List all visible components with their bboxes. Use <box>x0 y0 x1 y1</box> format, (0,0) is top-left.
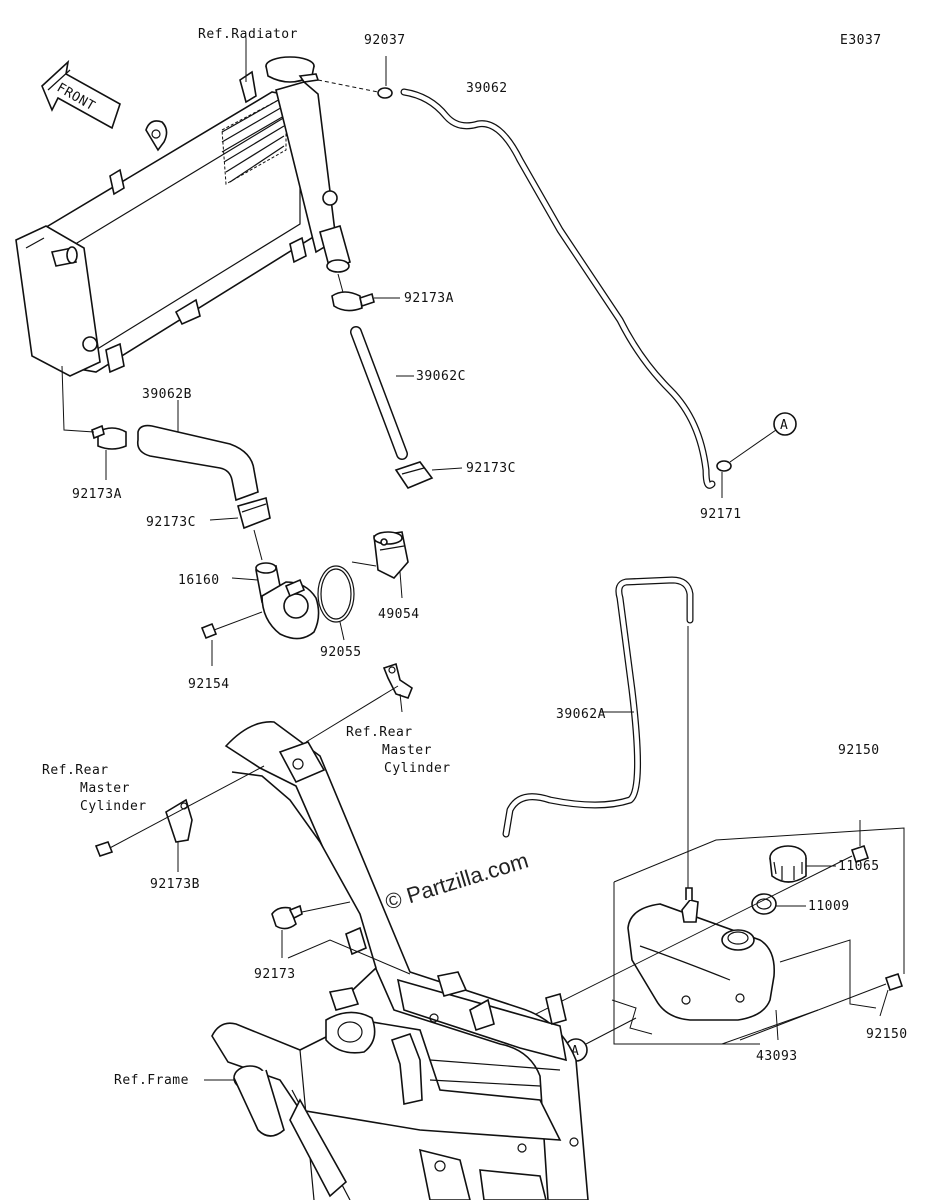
radiator-assembly <box>15 38 351 377</box>
label-ref-rear-master-left-2: Master <box>80 781 130 796</box>
label-16160: 16160 <box>178 573 220 588</box>
o-ring-92055 <box>317 565 355 641</box>
seal-11009 <box>751 893 806 915</box>
bolt-92154 <box>200 611 263 666</box>
clamp-92173a-left <box>61 365 127 480</box>
callout-marker-a-top: A <box>780 418 788 433</box>
bolt-92150-bottom <box>739 972 904 1041</box>
label-ref-rear-master-right-1: Ref.Rear <box>346 725 413 740</box>
thermostat-49054 <box>351 531 409 599</box>
clamp-92037 <box>317 56 393 99</box>
label-92173a-left: 92173A <box>72 487 122 502</box>
label-39062c: 39062C <box>416 369 466 384</box>
label-ref-radiator: Ref.Radiator <box>198 27 298 42</box>
label-ref-frame: Ref.Frame <box>114 1073 189 1088</box>
diagram-code: E3037 <box>840 33 882 48</box>
label-ref-rear-master-left-1: Ref.Rear <box>42 763 109 778</box>
clamp-92171: A <box>716 412 797 498</box>
front-direction-arrow: FRONT <box>41 59 121 130</box>
label-92154: 92154 <box>188 677 230 692</box>
hose-39062b <box>136 400 259 502</box>
label-11009: 11009 <box>808 899 850 914</box>
clamp-92173b <box>94 765 265 872</box>
frame-assembly <box>204 721 589 1200</box>
label-49054: 49054 <box>378 607 420 622</box>
label-92150-top: 92150 <box>838 743 880 758</box>
reservoir-tank-43093 <box>611 827 905 1045</box>
bolt-92150-top <box>519 820 870 1023</box>
label-ref-rear-master-left-3: Cylinder <box>80 799 147 814</box>
callout-marker-a-bottom-text: A <box>571 1044 579 1059</box>
label-92173a-top: 92173A <box>404 291 454 306</box>
part-labels: E3037 Ref.Radiator 92037 39062 92173A 39… <box>42 27 908 1088</box>
label-92173b: 92173B <box>150 877 200 892</box>
watermark: © Partzilla.com <box>382 848 531 915</box>
rear-master-cylinder-ref-right <box>305 662 413 743</box>
cap-11065 <box>769 845 836 883</box>
water-pump-16160 <box>231 562 320 640</box>
label-92173c-left: 92173C <box>146 515 196 530</box>
label-92173: 92173 <box>254 967 296 982</box>
label-92171: 92171 <box>700 507 742 522</box>
label-11065: 11065 <box>838 859 880 874</box>
clamp-92173c-left <box>209 496 271 561</box>
label-39062: 39062 <box>466 81 508 96</box>
label-92055: 92055 <box>320 645 362 660</box>
label-39062b: 39062B <box>142 387 192 402</box>
label-92150-bottom: 92150 <box>866 1027 908 1042</box>
label-43093: 43093 <box>756 1049 798 1064</box>
label-ref-rear-master-right-2: Master <box>382 743 432 758</box>
callout-marker-a-bottom: A <box>564 1017 637 1062</box>
clamp-92173c-right <box>394 375 463 489</box>
hose-39062a <box>502 576 694 894</box>
label-ref-rear-master-right-3: Cylinder <box>384 761 451 776</box>
label-39062a: 39062A <box>556 707 606 722</box>
clamp-92173a-top <box>331 291 400 312</box>
clamp-92173 <box>271 901 351 958</box>
hose-39062 <box>400 88 716 489</box>
label-92173c-right: 92173C <box>466 461 516 476</box>
label-92037: 92037 <box>364 33 406 48</box>
